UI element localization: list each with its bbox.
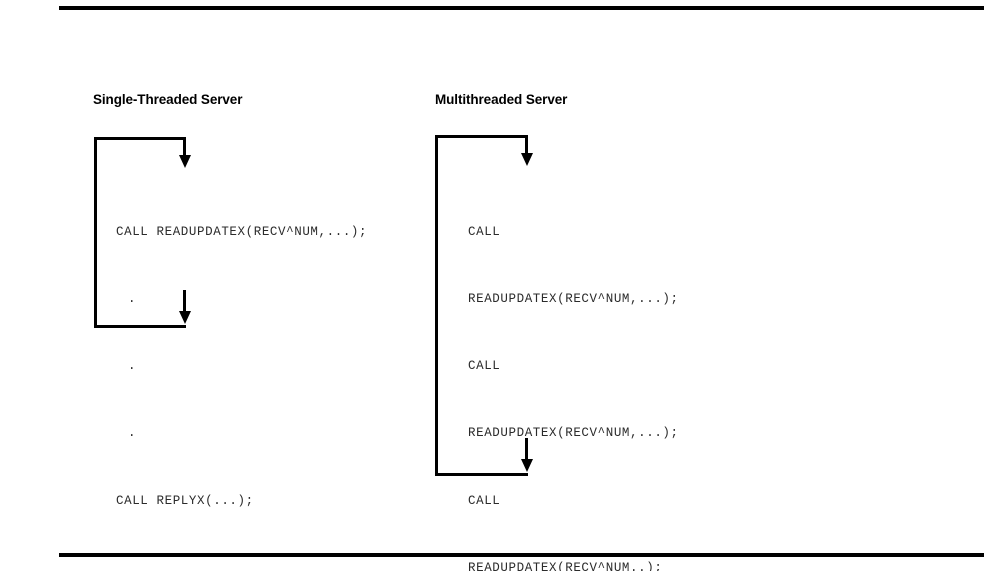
code-line: READUPDATEX(RECV^NUM,...);: [468, 292, 679, 307]
bracket-left-edge: [435, 135, 438, 476]
entry-arrow-head-icon: [520, 153, 533, 166]
code-line: CALL READUPDATEX(RECV^NUM,...);: [116, 224, 368, 239]
code-line: CALL: [468, 359, 501, 374]
page-top-rule: [59, 6, 984, 10]
exit-arrow-head-icon: [178, 311, 191, 324]
entry-arrow-stem: [183, 139, 186, 157]
code-line: .: [128, 426, 137, 441]
exit-arrow-stem: [183, 290, 186, 311]
loop-bracket-single-threaded: [94, 137, 191, 328]
code-line: READUPDATEX(RECV^NUM..);: [468, 560, 663, 571]
panel-heading-single-threaded: Single-Threaded Server: [93, 92, 243, 107]
code-block-multithreaded: CALL READUPDATEX(RECV^NUM,...); CALL REA…: [468, 176, 679, 571]
code-line: READUPDATEX(RECV^NUM,...);: [468, 426, 679, 441]
exit-arrow-head-icon: [520, 459, 533, 472]
bracket-top-edge: [435, 135, 528, 138]
code-line: .: [128, 292, 137, 307]
code-block-single-threaded: CALL READUPDATEX(RECV^NUM,...); . . . CA…: [116, 176, 367, 557]
bracket-bottom-edge: [435, 473, 528, 476]
exit-arrow-stem: [525, 438, 528, 459]
code-line: CALL REPLYX(...);: [116, 493, 254, 508]
bracket-top-edge: [94, 137, 186, 140]
entry-arrow-stem: [525, 137, 528, 155]
code-line: CALL: [468, 224, 501, 239]
loop-bracket-multithreaded: [435, 135, 533, 476]
bracket-bottom-edge: [94, 325, 186, 328]
code-line: .: [128, 359, 137, 374]
code-line: CALL: [468, 493, 501, 508]
panel-heading-multithreaded: Multithreaded Server: [435, 92, 568, 107]
bracket-left-edge: [94, 137, 97, 328]
page-bottom-rule: [59, 553, 984, 557]
entry-arrow-head-icon: [178, 155, 191, 168]
